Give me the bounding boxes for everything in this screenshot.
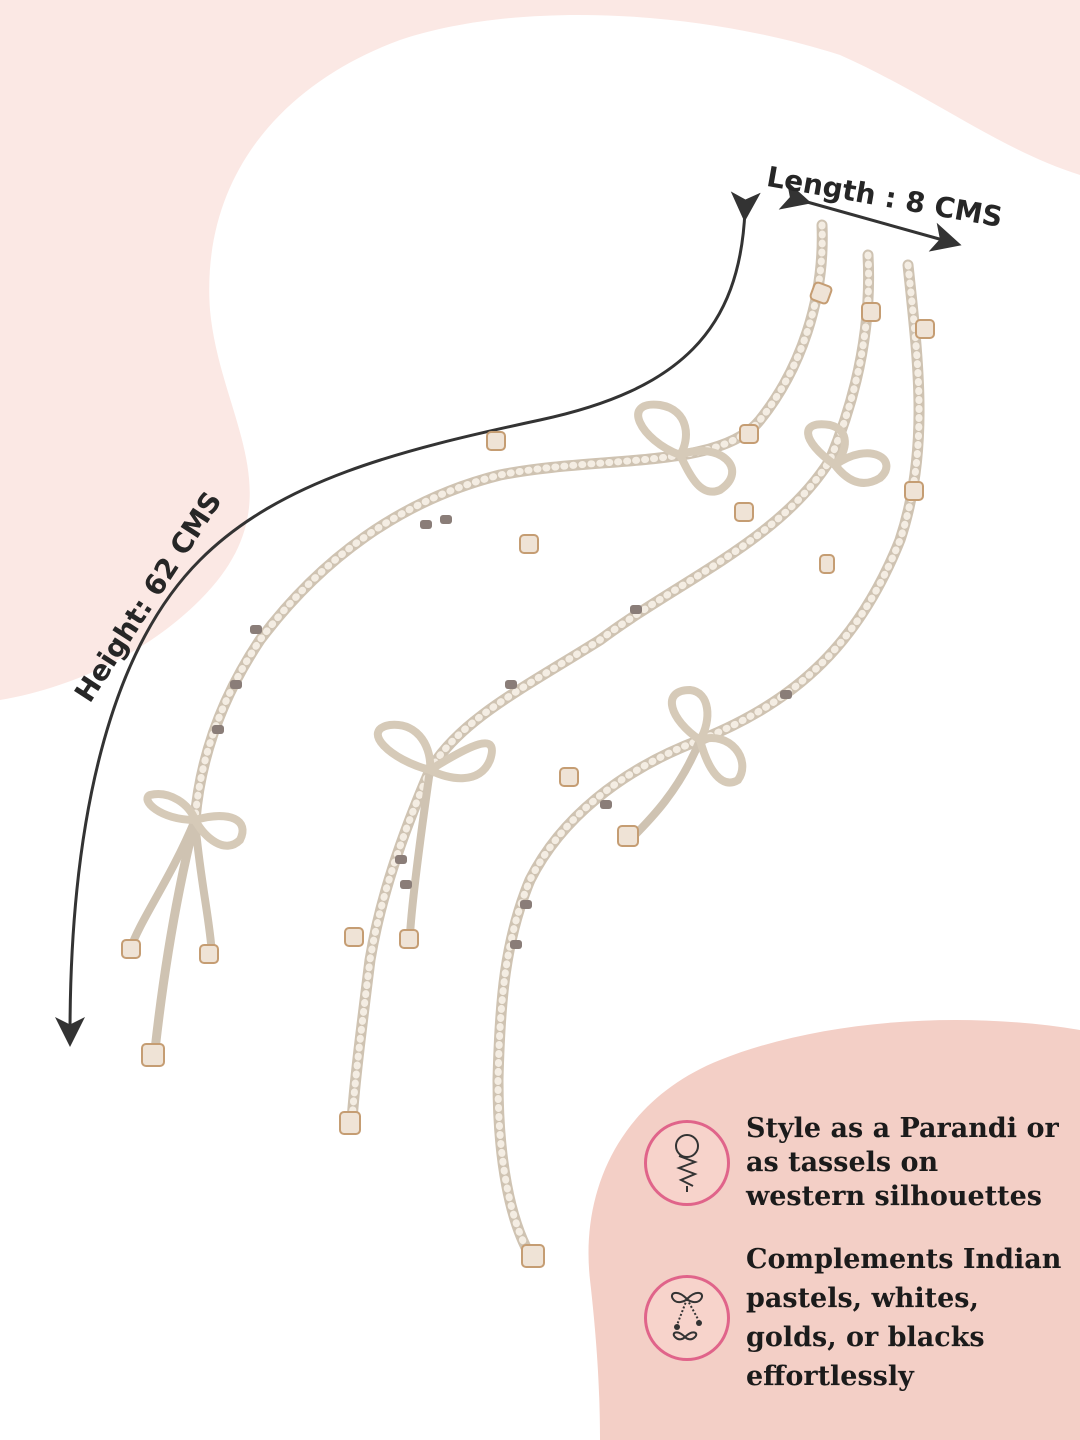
length-arrow [778,180,962,252]
feature-line: golds, or blacks [746,1322,985,1353]
feature-styling-text: Style as a Parandi or as tassels on west… [746,1112,1059,1214]
height-arrow [55,191,761,1047]
feature-line: Style as a Parandi or [746,1113,1059,1144]
feature-line: pastels, whites, [746,1283,979,1314]
feature-styling: Style as a Parandi or as tassels on west… [644,1112,1059,1214]
feature-line: as tassels on [746,1147,939,1178]
pearl-tassel-strand-2 [346,249,875,1126]
shell-charms [121,281,935,1268]
braid-icon [644,1120,730,1206]
feature-line: Complements Indian [746,1244,1062,1275]
feature-line: western silhouettes [746,1181,1043,1212]
feature-complements-text: Complements Indian pastels, whites, gold… [746,1240,1061,1396]
feature-line: effortlessly [746,1361,914,1392]
suede-spacer-beads [212,515,792,949]
pearl-tassel-strand-1 [126,219,828,1055]
pearl-bow [143,400,891,850]
feature-complements: Complements Indian pastels, whites, gold… [644,1240,1061,1396]
bow-tassel-icon [644,1275,730,1361]
